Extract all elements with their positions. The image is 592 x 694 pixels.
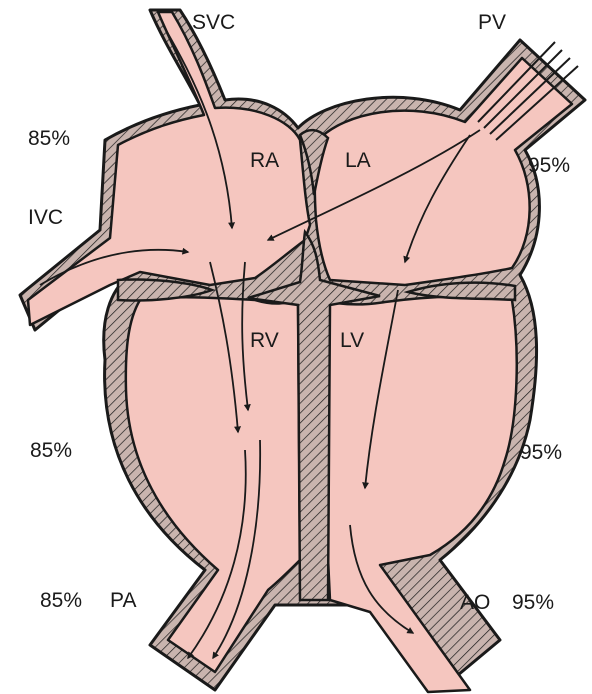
pa-saturation-label: 85% — [40, 590, 82, 611]
la-label: LA — [345, 150, 371, 171]
pv-label: PV — [478, 12, 506, 33]
rv-label: RV — [250, 330, 279, 351]
rv-saturation-label: 85% — [30, 440, 72, 461]
ao-label: AO — [460, 592, 490, 613]
ivc-label: IVC — [28, 207, 63, 228]
la-saturation-label: 95% — [528, 155, 570, 176]
ra-saturation-label: 85% — [28, 128, 70, 149]
svc-label: SVC — [192, 12, 235, 33]
lv-label: LV — [340, 330, 364, 351]
lv-saturation-label: 95% — [520, 442, 562, 463]
ao-saturation-label: 95% — [512, 592, 554, 613]
pa-label: PA — [110, 590, 136, 611]
ra-label: RA — [250, 150, 279, 171]
